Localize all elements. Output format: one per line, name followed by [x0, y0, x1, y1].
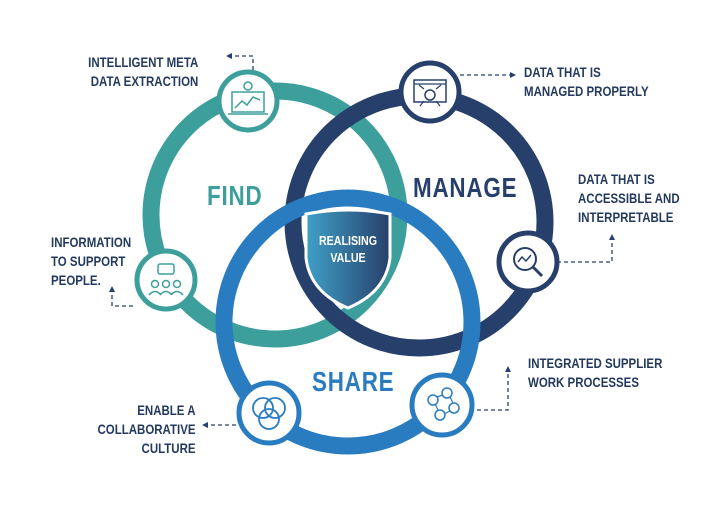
label-line: DATA THAT IS	[578, 171, 655, 187]
arrowheads	[109, 53, 615, 428]
label-line: MANAGED PROPERLY	[524, 83, 649, 99]
label-line: INTEGRATED SUPPLIER	[528, 355, 663, 371]
label-supplier: INTEGRATED SUPPLIER WORK PROCESSES	[528, 354, 662, 392]
find-label: FIND	[207, 180, 263, 211]
share-label: SHARE	[312, 366, 395, 397]
label-managed-properly: DATA THAT IS MANAGED PROPERLY	[524, 63, 649, 101]
label-line: INFORMATION	[51, 234, 132, 250]
people-chat-icon	[134, 248, 198, 312]
label-collaborative: ENABLE A COLLABORATIVE CULTURE	[98, 401, 196, 458]
label-line: ACCESSIBLE AND	[578, 190, 680, 206]
label-line: TO SUPPORT	[51, 253, 126, 269]
label-accessible: DATA THAT IS ACCESSIBLE AND INTERPRETABL…	[578, 170, 680, 227]
realising-value-label: REALISING VALUE	[315, 232, 381, 266]
label-line: INTELLIGENT META	[87, 54, 198, 70]
label-line: DATA EXTRACTION	[90, 73, 198, 89]
label-line: WORK PROCESSES	[528, 374, 639, 390]
shield-icon	[304, 208, 392, 310]
label-line: CULTURE	[142, 440, 196, 456]
share-ring	[215, 189, 481, 455]
center-line: VALUE	[330, 250, 366, 265]
manage-label: MANAGE	[413, 172, 518, 203]
connectors	[111, 55, 613, 426]
magnifier-analytics-icon	[496, 230, 560, 294]
label-line: COLLABORATIVE	[97, 421, 196, 437]
label-line: PEOPLE.	[51, 272, 101, 288]
label-meta-extraction: INTELLIGENT META DATA EXTRACTION	[88, 53, 198, 91]
overlapping-circles-icon	[236, 380, 302, 446]
label-line: ENABLE A	[137, 402, 196, 418]
label-line: INTERPRETABLE	[578, 209, 674, 225]
gear-browser-icon	[398, 60, 462, 124]
chart-laptop-icon	[216, 69, 280, 133]
supplier-network-icon	[409, 372, 475, 438]
label-information: INFORMATION TO SUPPORT PEOPLE.	[51, 233, 131, 290]
center-line: REALISING	[318, 233, 378, 248]
label-line: DATA THAT IS	[524, 64, 601, 80]
